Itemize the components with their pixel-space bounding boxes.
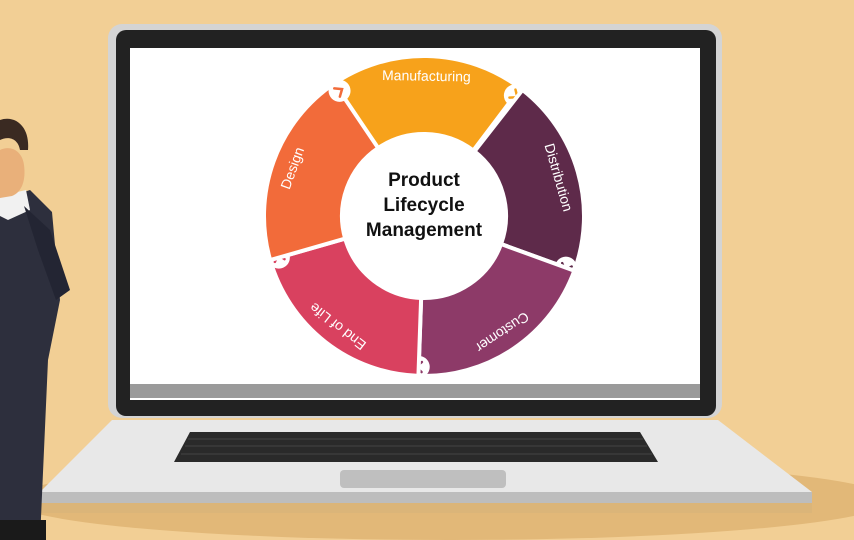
laptop-touchpad[interactable]	[340, 470, 506, 488]
center-disc	[342, 134, 506, 298]
center-title-line-3: Management	[365, 220, 483, 241]
screen-bottom-bar	[130, 384, 700, 398]
chevron-icon	[328, 79, 351, 102]
center-title: Product Lifecycle Management	[344, 168, 504, 243]
stage-label: Manufacturing	[382, 67, 471, 85]
center-title-line-1: Product	[388, 170, 460, 191]
center-title-line-2: Lifecycle	[383, 195, 465, 216]
person-figure	[0, 118, 70, 540]
laptop-keyboard[interactable]	[174, 432, 658, 462]
chevron-glyph	[333, 87, 344, 98]
